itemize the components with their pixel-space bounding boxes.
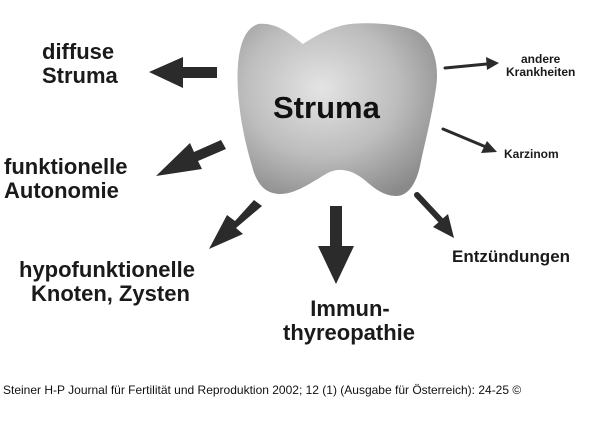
- node-andere-krankheiten: andere Krankheiten: [506, 53, 575, 78]
- node-immunthyreopathie-line1: Immun-: [310, 296, 390, 321]
- arrow-to-andere-krankheiten: [443, 57, 499, 70]
- node-diffuse-struma-line2: Struma: [42, 63, 118, 89]
- node-funktionelle-autonomie-line1: funktionelle: [4, 154, 128, 179]
- arrow-to-funktionelle-autonomie: [156, 140, 226, 176]
- thyroid-gland-shape: [237, 23, 438, 196]
- arrow-to-hypofunktionelle: [209, 200, 262, 249]
- arrow-to-diffuse-struma: [149, 57, 217, 88]
- node-hypofunktionelle-line1: hypofunktionelle: [19, 257, 195, 282]
- node-hypofunktionelle: hypofunktionelle Knoten, Zysten: [19, 257, 195, 307]
- node-andere-krankheiten-line1: andere: [521, 52, 561, 66]
- arrow-to-karzinom: [441, 127, 497, 153]
- node-diffuse-struma: diffuse Struma: [42, 39, 118, 89]
- node-diffuse-struma-line1: diffuse: [42, 39, 115, 64]
- node-andere-krankheiten-line2: Krankheiten: [506, 64, 576, 79]
- node-funktionelle-autonomie: funktionelle Autonomie: [4, 154, 128, 204]
- arrow-to-immunthyreopathie: [318, 206, 354, 284]
- node-karzinom: Karzinom: [504, 147, 559, 161]
- node-funktionelle-autonomie-line2: Autonomie: [4, 178, 119, 204]
- figure-caption: Steiner H-P Journal für Fertilität und R…: [3, 383, 522, 397]
- node-immunthyreopathie: Immun- thyreopathie: [283, 296, 416, 346]
- node-hypofunktionelle-line2: Knoten, Zysten: [31, 281, 190, 307]
- struma-center-label: Struma: [273, 90, 380, 125]
- node-entzuendungen: Entzündungen: [452, 247, 571, 266]
- node-immunthyreopathie-line2: thyreopathie: [283, 320, 416, 346]
- arrow-to-entzuendungen: [414, 192, 454, 238]
